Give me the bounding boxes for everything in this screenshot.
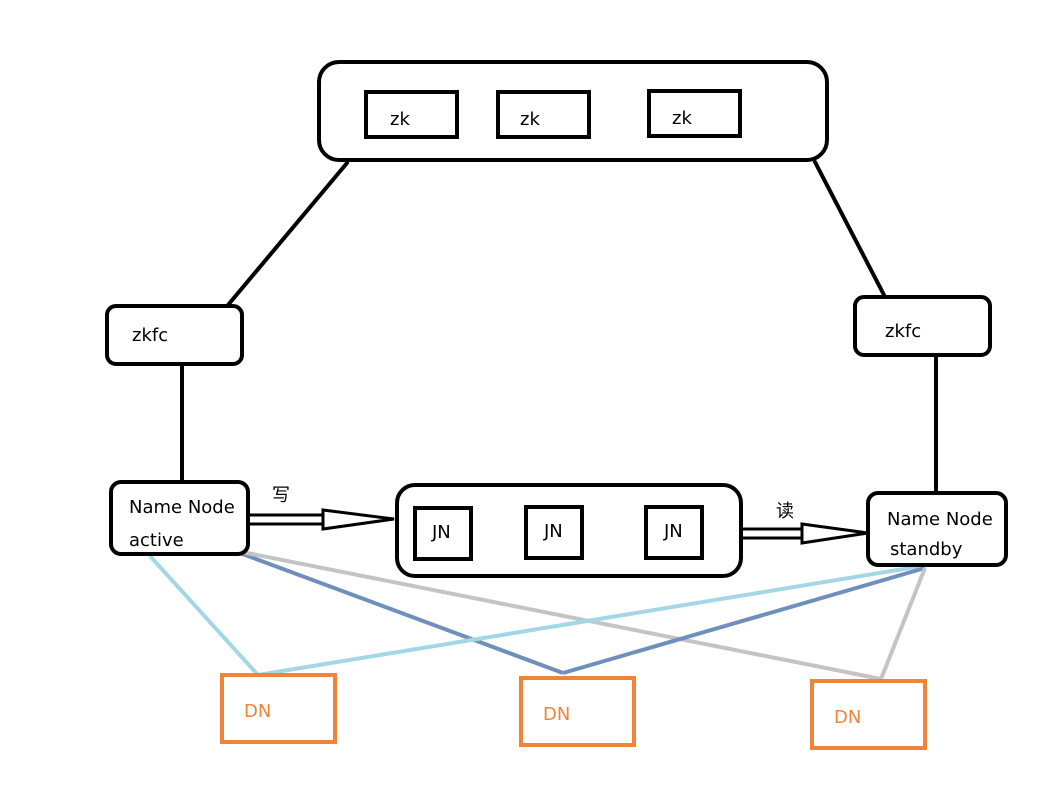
datanode-3-label: DN: [834, 707, 861, 728]
datanode-1: [220, 673, 337, 744]
write-arrow: 写: [250, 485, 395, 531]
zk-node-3: [647, 89, 742, 138]
zk-cluster: zk zk zk: [317, 60, 829, 162]
zk-node-1-label: zk: [390, 109, 410, 130]
link-active-dn3: [241, 550, 882, 681]
control-links: [180, 160, 938, 494]
namenode-standby-box: [866, 491, 1008, 567]
journal-node-3-label: JN: [663, 521, 683, 542]
datanode-2-label: DN: [543, 704, 570, 725]
datanodes: DN DN DN: [220, 673, 927, 750]
link-active-dn2: [239, 551, 564, 675]
zkfc-left-box: [105, 304, 244, 366]
zkfc-right-box: [853, 295, 992, 357]
journal-node-2: [524, 505, 584, 560]
zkfc-right-label: zkfc: [885, 321, 921, 342]
zk-node-3-label: zk: [672, 108, 692, 129]
zk-node-2-label: zk: [520, 109, 540, 130]
namenode-standby: Name Node standby: [866, 491, 1008, 567]
link-zk-zkfc-right: [813, 160, 886, 297]
journal-node-2-label: JN: [543, 521, 563, 542]
read-arrow: 读: [739, 501, 869, 545]
namenode-active-state: active: [129, 530, 184, 551]
zkfc-left: zkfc: [105, 304, 244, 366]
write-label: 写: [272, 485, 290, 506]
zk-node-1: [364, 90, 459, 139]
namenode-active-box: [109, 480, 250, 556]
namenode-standby-state: standby: [890, 539, 963, 560]
namenode-active: Name Node active: [109, 480, 250, 556]
zkfc-right: zkfc: [853, 295, 992, 357]
datanode-2: [519, 676, 636, 747]
datanode-3: [810, 679, 927, 750]
link-standby-dn1: [257, 564, 923, 677]
datanode-links: [148, 550, 927, 681]
link-active-dn1: [148, 554, 260, 677]
namenode-standby-title: Name Node: [887, 509, 993, 530]
link-standby-dn3: [879, 567, 927, 680]
journal-node-1: [413, 506, 473, 561]
datanode-1-label: DN: [244, 701, 271, 722]
journal-cluster: JN JN JN: [395, 483, 743, 578]
read-label: 读: [776, 501, 794, 522]
journal-node-3: [644, 505, 704, 560]
zk-node-2: [496, 90, 591, 139]
zkfc-left-label: zkfc: [132, 325, 168, 346]
namenode-active-title: Name Node: [129, 497, 235, 518]
link-standby-dn2: [562, 566, 926, 675]
link-zk-zkfc-left: [226, 161, 349, 307]
journal-node-1-label: JN: [431, 522, 451, 543]
